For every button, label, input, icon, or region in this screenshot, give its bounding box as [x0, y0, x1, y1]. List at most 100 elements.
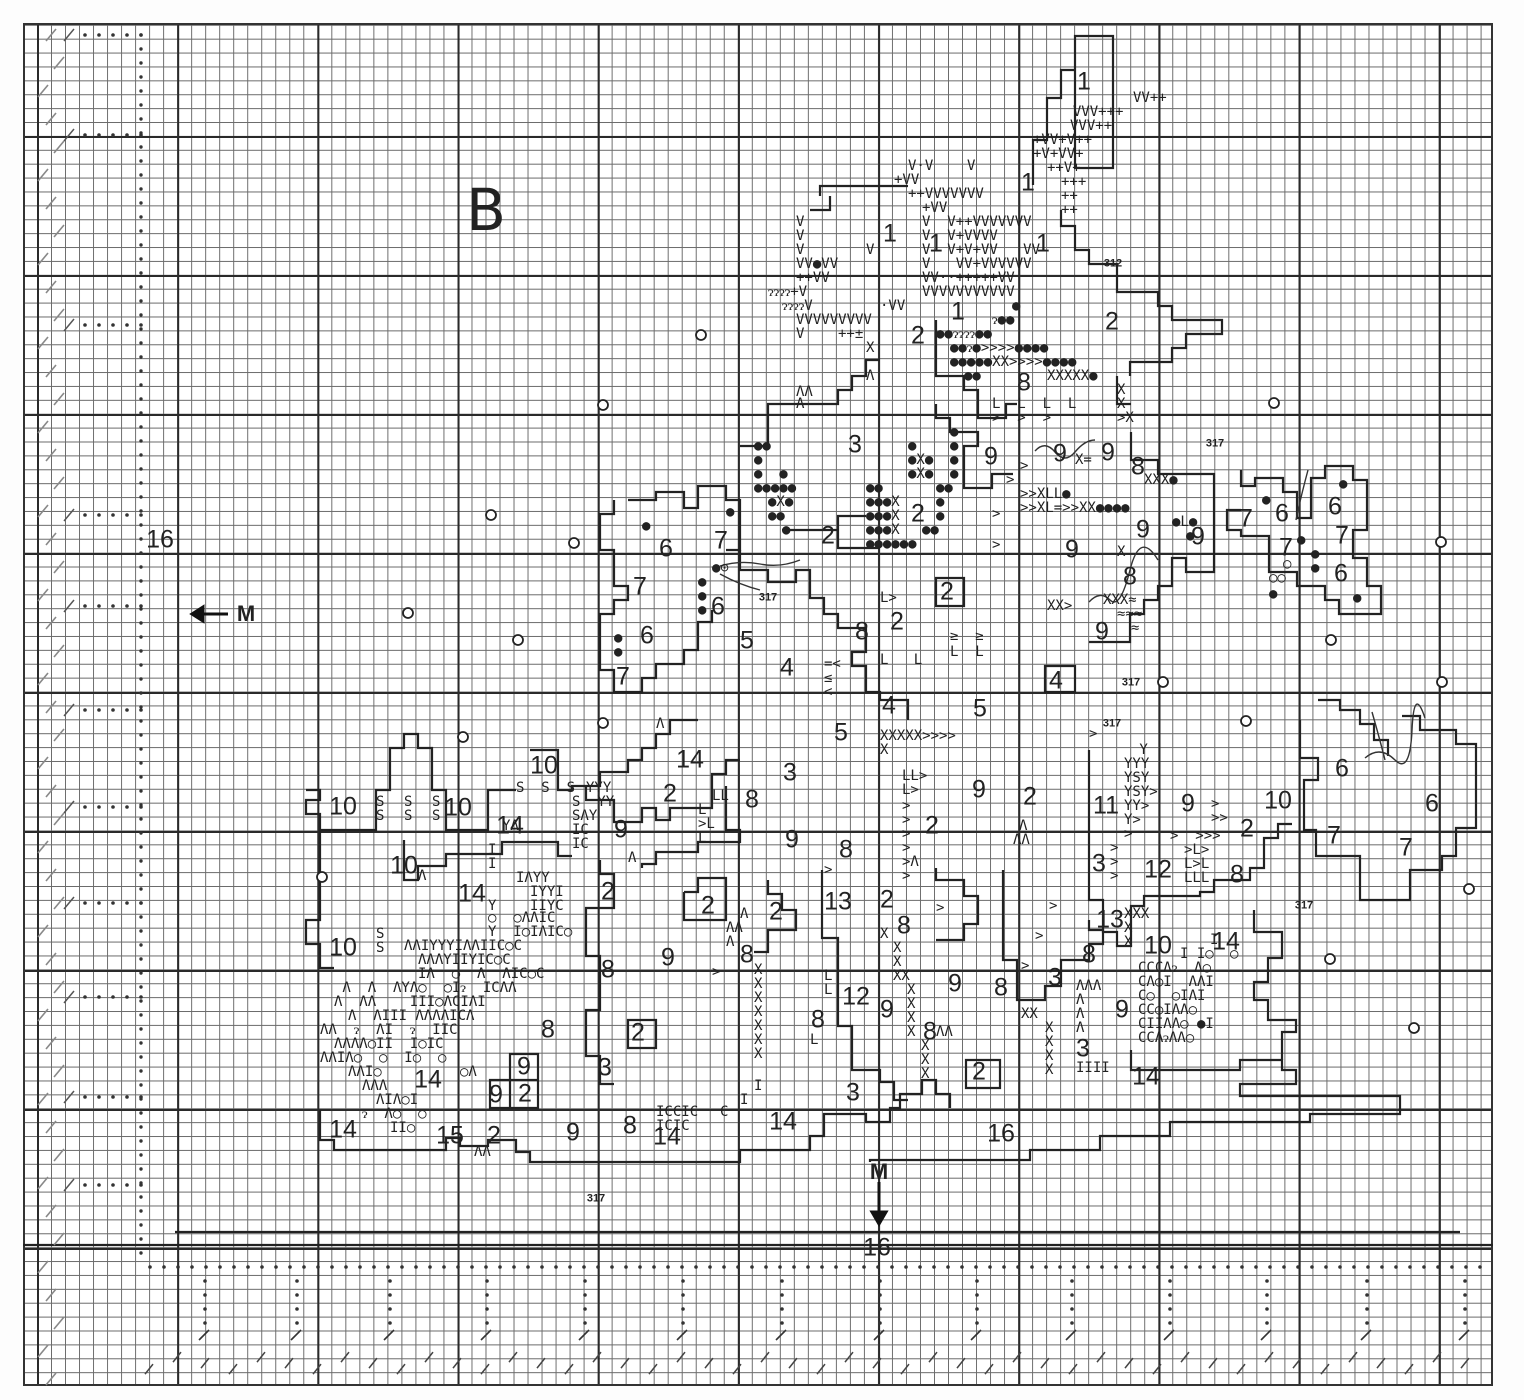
region-number-label: 2: [925, 811, 939, 840]
region-number-label: 3: [1092, 849, 1106, 878]
stitch-symbol-row: S: [376, 794, 385, 810]
region-outline: [626, 1018, 658, 1050]
stitch-symbol-row: L: [824, 968, 833, 984]
backstitch-line: [1364, 703, 1426, 765]
stitch-symbol-row: Λ: [418, 868, 427, 884]
region-outline: [318, 1110, 600, 1164]
stitch-symbol-row: X: [1117, 396, 1126, 412]
stitch-symbol-row: X: [880, 926, 889, 942]
region-outline: [600, 1078, 952, 1164]
region-number-label: 2: [911, 321, 925, 350]
stitch-symbol-row: VV··+++++VV: [922, 270, 1015, 286]
stitch-symbol-row: VVVVVVVVVVV: [922, 284, 1015, 300]
stitch-symbol-row: ●: [950, 452, 959, 468]
stitch-symbol-row: CCCΛɂ Λ○: [1138, 960, 1211, 976]
region-number-label: 4: [882, 691, 896, 720]
region-number-label: 7: [1335, 521, 1349, 550]
stitch-symbol-row: ●: [908, 438, 917, 454]
region-outline: [754, 880, 798, 954]
stitch-symbol-row: ○ ○ΛΛIC: [488, 910, 556, 926]
backstitch-line: [1295, 469, 1309, 521]
region-number-label: 7: [1279, 533, 1293, 562]
stitch-symbol-row: ●: [936, 494, 945, 510]
stitch-symbol-row: X: [921, 1066, 930, 1082]
stitch-symbol-row: ● ●: [754, 466, 788, 482]
region-number-label: 2: [663, 779, 677, 808]
stitch-symbol-row: YY>: [1124, 798, 1150, 814]
region-number-label: 8: [541, 1015, 555, 1044]
stitch-symbol-row: ɂɂɂɂV: [782, 298, 813, 314]
stitch-symbol-row: ≥ ≥: [950, 628, 984, 644]
bottom-center-arrow-icon: [869, 1182, 889, 1227]
stitch-symbol-row: ++VVVVVVV: [908, 186, 984, 202]
stitch-symbol-row: >: [824, 862, 833, 878]
region-number-label: 8: [855, 617, 869, 646]
stitch-symbol-row: ○○: [1269, 570, 1286, 586]
stitch-symbol-row: ΛΛΛ: [1076, 978, 1102, 994]
stitch-symbol-row: ●: [1269, 586, 1278, 602]
stitch-symbol-row: X: [921, 1038, 930, 1054]
backstitch-color-note: 317: [586, 1192, 606, 1205]
stitch-symbol-row: ●: [1311, 546, 1320, 562]
stitch-symbol-row: LL: [712, 788, 729, 804]
region-number-label: 1: [951, 297, 965, 326]
stitch-symbol-row: >: [992, 537, 1001, 553]
stitch-symbol-row: S: [404, 794, 413, 810]
region-number-label: 9: [1101, 438, 1115, 467]
stitch-symbol-row: ●: [950, 424, 959, 440]
stitch-symbol-row: ●: [698, 588, 707, 604]
stitch-symbol-row: YYY: [1124, 756, 1150, 772]
region-outline: [1089, 432, 1216, 644]
stitch-symbol-row: ≈≈≈: [1117, 606, 1143, 622]
region-number-label: 3: [848, 430, 862, 459]
region-number-label: 8: [623, 1111, 637, 1140]
stitch-symbol-row: X: [1124, 934, 1133, 950]
region-number-label: 6: [1334, 559, 1348, 588]
region-number-label: 2: [601, 877, 615, 906]
stitch-symbol-row: ΛIΛ○I: [376, 1092, 419, 1108]
stitch-symbol-row: V: [796, 242, 805, 258]
stitch-symbol-row: Y: [1131, 742, 1148, 758]
region-outline: [934, 320, 1131, 420]
stitch-symbol-row: V: [866, 242, 875, 258]
stitch-symbol-row: >: [902, 798, 911, 814]
french-knot-icon: [512, 634, 524, 646]
stitch-symbol-row: L L: [880, 652, 923, 668]
stitch-symbol-row: S: [404, 808, 413, 824]
french-knot-icon: [316, 871, 328, 883]
region-number-label: 10: [329, 933, 357, 962]
region-number-label: 2: [1240, 814, 1254, 843]
french-knot-icon: [597, 399, 609, 411]
stitch-symbol-row: >: [902, 868, 911, 884]
stitch-symbol-row: ●: [1311, 560, 1320, 576]
region-number-label: 6: [711, 592, 725, 621]
stitch-symbol-row: ●: [642, 518, 651, 534]
stitch-symbol-row: >>: [1211, 810, 1228, 826]
stitch-symbol-row: ●: [1186, 528, 1195, 544]
region-outline: [304, 732, 516, 832]
stitch-symbol-row: >: [1035, 928, 1044, 944]
stitch-symbol-row: Λ Λ ΛYΛ○ ○Iɂ ICΛΛ: [334, 980, 517, 996]
french-knot-icon: [597, 717, 609, 729]
french-knot-icon: [695, 329, 707, 341]
region-number-label: 5: [834, 718, 848, 747]
stitch-symbol-row: LL>: [902, 768, 928, 784]
stitch-symbol-row: ●: [698, 602, 707, 618]
region-number-label: 7: [1327, 821, 1341, 850]
stitch-symbol-row: >: [1110, 868, 1119, 884]
backstitch-line: [1371, 711, 1386, 761]
stitch-symbol-row: ●: [950, 466, 959, 482]
region-number-label: 7: [714, 526, 728, 555]
stitch-symbol-row: V·V V: [908, 158, 976, 174]
stitch-symbol-row: >L: [698, 816, 715, 832]
stitch-symbol-row: <: [824, 684, 833, 700]
region-number-label: 14: [676, 745, 704, 774]
stitch-symbol-row: ●: [1353, 590, 1362, 606]
region-number-label: 9: [1181, 789, 1195, 818]
stitch-symbol-row: >>XLL●: [1020, 486, 1071, 502]
stitch-symbol-row: ++: [1061, 188, 1078, 204]
left-center-arrow-icon: [189, 604, 228, 624]
stitch-symbol-row: Λ: [656, 716, 665, 732]
french-knot-icon: [1324, 953, 1336, 965]
